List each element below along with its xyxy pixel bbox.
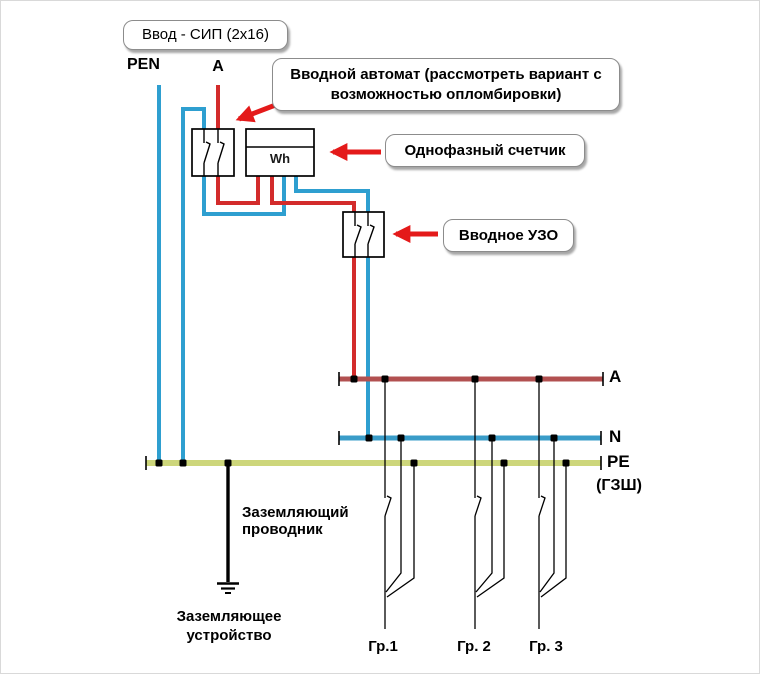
meter-wh-label: Wh <box>269 151 291 166</box>
switch-blade-icon <box>538 495 546 517</box>
ground-device-label: Заземляющее устройство <box>176 608 282 644</box>
pen-conductor-label: PEN <box>127 56 160 73</box>
phase-conductor-label: A <box>212 58 224 75</box>
connection-dot <box>155 459 163 467</box>
phase-bus <box>338 372 604 386</box>
neutral-bus-label: N <box>609 427 622 446</box>
neutral-branch-wire <box>181 107 206 463</box>
rcd-pole-icon <box>354 212 362 257</box>
connection-dot <box>365 434 373 442</box>
meter-callout-label: Однофазный счетчик <box>404 141 566 159</box>
connection-dot <box>381 375 389 383</box>
rcd-symbol <box>342 211 385 258</box>
breaker-symbol <box>191 128 235 177</box>
neutral-breaker-to-meter-wire <box>202 176 286 216</box>
group-neutral-lead <box>475 438 493 593</box>
pe-bus <box>145 456 602 470</box>
breaker-callout-label: Вводной автомат (рассмотреть вариант с в… <box>290 65 602 103</box>
earth-ground-icon <box>217 582 239 594</box>
connection-dot <box>550 434 558 442</box>
rcd-callout: Вводное УЗО <box>443 219 574 252</box>
connection-dot <box>350 375 358 383</box>
ground-conductor-label: Заземляющий проводник <box>242 504 349 538</box>
phase-breaker-to-meter-wire <box>216 176 260 205</box>
breaker-pole-icon <box>203 129 211 176</box>
switch-blade-icon <box>384 495 392 517</box>
connection-dot <box>410 459 418 467</box>
connection-dot <box>500 459 508 467</box>
group-pe-lead <box>476 463 505 598</box>
connection-dots <box>155 375 570 467</box>
breaker-pole-icon <box>217 129 225 176</box>
connection-dot <box>488 434 496 442</box>
pe-bus-note-label: (ГЗШ) <box>596 477 642 494</box>
meter-symbol <box>245 128 315 177</box>
connection-dot <box>397 434 405 442</box>
connection-dot <box>562 459 570 467</box>
connection-dot <box>179 459 187 467</box>
rcd-callout-label: Вводное УЗО <box>458 226 559 244</box>
group-circuit-2 <box>474 379 505 629</box>
group-neutral-lead <box>385 438 402 593</box>
neutral-bus <box>338 431 602 445</box>
pe-bus-label: PE <box>607 452 630 471</box>
meter-callout: Однофазный счетчик <box>385 134 585 167</box>
input-cable-callout: Ввод - СИП (2x16) <box>123 20 288 50</box>
breaker-callout: Вводной автомат (рассмотреть вариант с в… <box>272 58 620 111</box>
neutral-meter-to-rcd-wire <box>294 176 370 212</box>
group-circuit-3 <box>538 379 567 629</box>
group-circuit-1 <box>384 379 415 629</box>
group-1-label: Гр.1 <box>368 638 398 655</box>
phase-bus-label: A <box>609 367 622 386</box>
input-cable-label: Ввод - СИП (2x16) <box>142 26 269 43</box>
phase-meter-to-rcd-wire <box>270 176 356 212</box>
group-2-label: Гр. 2 <box>457 638 491 655</box>
rcd-pole-icon <box>367 212 375 257</box>
group-neutral-lead <box>539 438 555 593</box>
connection-dot <box>535 375 543 383</box>
connection-dot <box>471 375 479 383</box>
connection-dot <box>224 459 232 467</box>
group-pe-lead <box>540 463 567 598</box>
group-pe-lead <box>386 463 415 598</box>
group-3-label: Гр. 3 <box>529 638 563 655</box>
switch-blade-icon <box>474 495 482 517</box>
